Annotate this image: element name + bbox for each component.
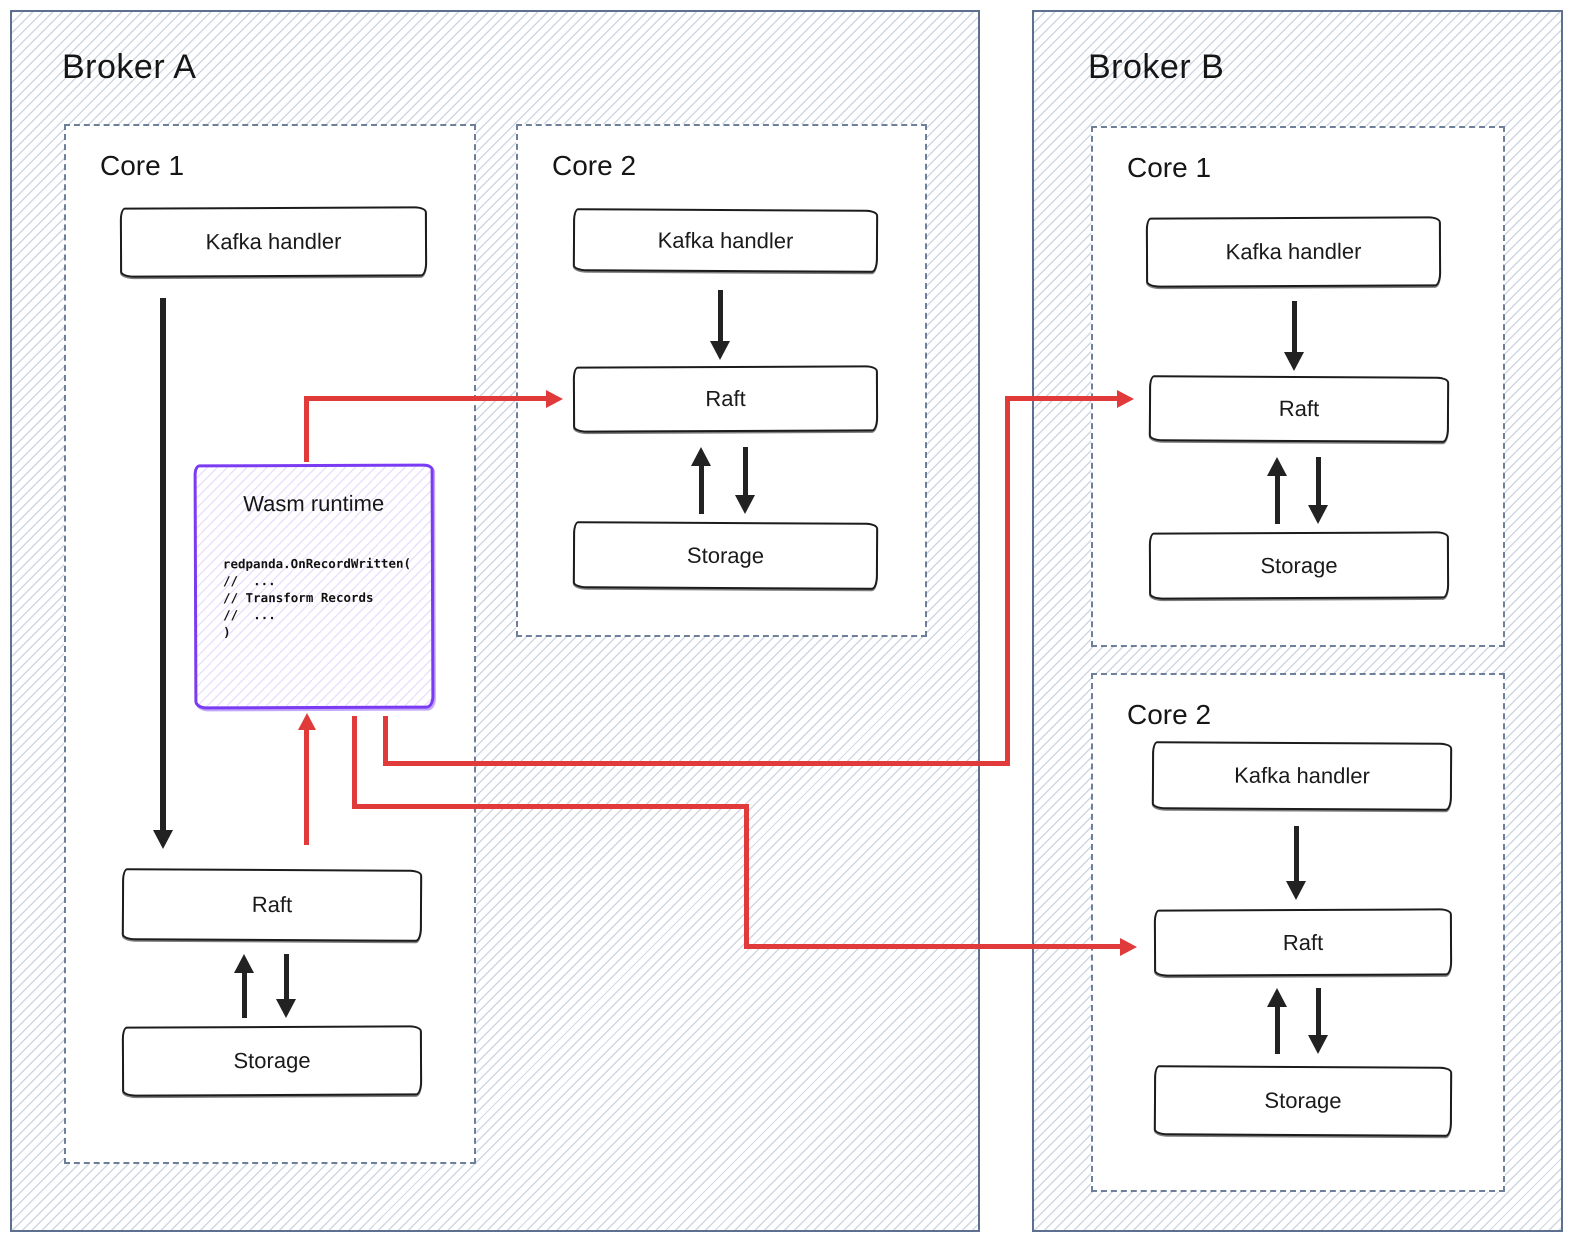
- broker-b-core-2-label: Core 2: [1127, 699, 1212, 730]
- broker-a-core-2-label: Core 2: [552, 150, 637, 181]
- broker-a-core2-kafka-handler-box: Kafka handler: [572, 208, 879, 273]
- raft-label: Raft: [251, 891, 293, 918]
- broker-a-core1-kafka-handler-box: Kafka handler: [119, 206, 428, 278]
- broker-b-core1-kafka-handler-box: Kafka handler: [1145, 216, 1442, 288]
- wasm-code-line: // Transform Records: [223, 589, 374, 606]
- broker-b-core-1: Core 1 Kafka handler Raft Storage: [1091, 126, 1505, 647]
- wasm-runtime-box: Wasm runtime redpanda.OnRecordWritten( /…: [193, 463, 435, 710]
- broker-b-title: Broker B: [1088, 48, 1225, 86]
- broker-a-core-2: Core 2 Kafka handler Raft Storage: [516, 124, 927, 637]
- broker-a-core-1: Core 1 Kafka handler Wasm runtime redpan…: [64, 124, 476, 1164]
- raft-label: Raft: [1278, 395, 1320, 422]
- raft-label: Raft: [1282, 929, 1324, 955]
- broker-a-core2-raft-box: Raft: [572, 365, 879, 433]
- broker-b-core2-kafka-handler-box: Kafka handler: [1151, 741, 1453, 811]
- broker-a-title: Broker A: [62, 48, 197, 86]
- broker-b-core-2: Core 2 Kafka handler Raft Storage: [1091, 673, 1505, 1192]
- broker-b-core-1-label: Core 1: [1127, 152, 1212, 183]
- wasm-code-line: ): [223, 624, 231, 640]
- wasm-runtime-title: Wasm runtime: [243, 490, 385, 517]
- broker-a-core1-storage-box: Storage: [121, 1025, 423, 1097]
- storage-label: Storage: [1264, 1087, 1342, 1114]
- storage-label: Storage: [233, 1047, 311, 1074]
- raft-label: Raft: [705, 385, 746, 412]
- broker-a-panel: Broker A Core 1 Kafka handler Wasm runti…: [10, 10, 980, 1232]
- broker-b-core2-raft-box: Raft: [1153, 908, 1453, 977]
- broker-b-core2-storage-box: Storage: [1153, 1065, 1453, 1137]
- broker-b-panel: Broker B Core 1 Kafka handler Raft: [1032, 10, 1563, 1232]
- kafka-handler-label: Kafka handler: [657, 227, 794, 253]
- wasm-code-line: // ...: [222, 573, 276, 589]
- kafka-handler-label: Kafka handler: [1234, 762, 1370, 789]
- storage-label: Storage: [1260, 552, 1338, 578]
- wasm-code-line: // ...: [223, 607, 276, 623]
- wasm-code: redpanda.OnRecordWritten( // ... // Tran…: [223, 555, 411, 641]
- broker-b-core1-raft-box: Raft: [1148, 375, 1450, 443]
- broker-a-core2-storage-box: Storage: [572, 521, 879, 590]
- kafka-handler-label: Kafka handler: [205, 228, 342, 255]
- storage-label: Storage: [686, 542, 765, 568]
- broker-b-core1-storage-box: Storage: [1148, 531, 1450, 600]
- wasm-code-line: redpanda.OnRecordWritten(: [222, 555, 412, 572]
- broker-a-core-1-label: Core 1: [100, 150, 185, 181]
- kafka-handler-label: Kafka handler: [1225, 238, 1362, 265]
- broker-a-core1-raft-box: Raft: [121, 868, 423, 942]
